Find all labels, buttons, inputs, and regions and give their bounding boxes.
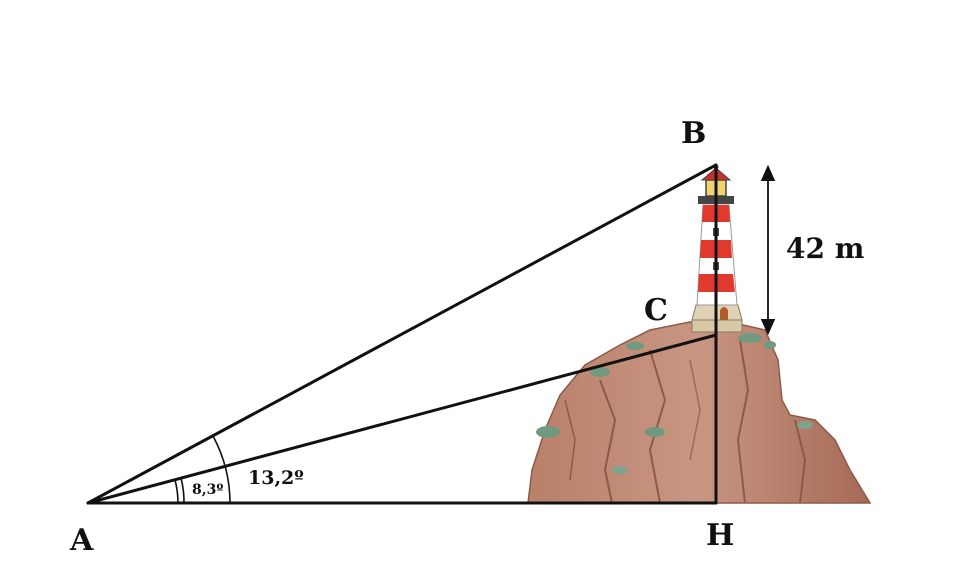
cliff-illustration [527,321,872,504]
point-label-b: B [681,116,706,151]
lighthouse-illustration [691,164,743,333]
angle-arc-large [212,435,231,504]
height-label: 42 m [786,232,864,265]
point-label-a: A [69,523,94,558]
point-label-c: C [644,293,668,328]
angle-arc-small-2 [180,477,185,504]
segment-ab [86,163,718,505]
angle-arc-small-1 [174,479,179,504]
angle-label-small: 8,3º [192,482,223,498]
point-label-h: H [706,518,734,553]
angle-label-large: 13,2º [248,467,304,489]
geometry [86,163,776,505]
segment-ac [86,333,718,505]
